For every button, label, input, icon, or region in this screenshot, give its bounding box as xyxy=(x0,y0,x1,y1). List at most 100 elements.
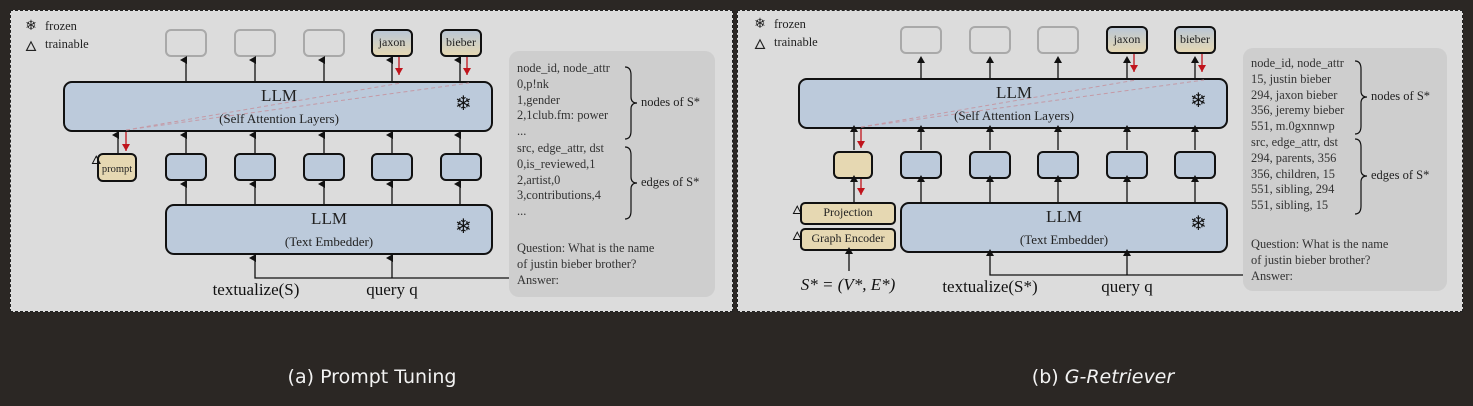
input-graph: S* = (V*, E*) xyxy=(800,275,896,294)
text-line: Question: What is the name xyxy=(1251,237,1389,251)
edge-lines: src, edge_attr, dst 0,is_reviewed,1 2,ar… xyxy=(517,141,604,220)
embedding-token xyxy=(969,151,1011,179)
text-line: Answer: xyxy=(517,272,559,287)
embedding-token xyxy=(234,153,276,181)
text-line: 294, parents, 356 xyxy=(1251,150,1337,165)
snowflake-icon: ❄ xyxy=(455,93,472,115)
text-line: src, edge_attr, dst xyxy=(1251,135,1338,149)
embedding-token xyxy=(1174,151,1216,179)
node-lines: node_id, node_attr 0,p!nk 1,gender 2,1cl… xyxy=(517,61,610,140)
text-line: Question: What is the name xyxy=(517,241,655,255)
output-arrows xyxy=(917,56,1199,79)
text-line: 2,artist,0 xyxy=(517,172,561,187)
text-line: 551, m.0gxnnwp xyxy=(1251,119,1335,134)
text-line: 3,contributions,4 xyxy=(517,188,601,203)
output-token-bieber xyxy=(1174,26,1216,54)
flame-icon: 🜂 xyxy=(91,153,102,167)
caption-title: G-Retriever xyxy=(1064,366,1175,388)
prompt-token xyxy=(97,153,137,182)
prompt-textbox: node_id, node_attr 15, justin bieber 294… xyxy=(1243,48,1447,291)
gradient-arrows xyxy=(857,54,1206,195)
text-line: 2,1club.fm: power xyxy=(517,108,609,123)
text-line: 15, justin bieber xyxy=(1251,71,1332,86)
embed-arrows xyxy=(850,175,1199,203)
graph-encoder-label: Graph Encoder xyxy=(811,231,885,245)
embed-arrows xyxy=(180,180,461,204)
text-line: of justin bieber brother? xyxy=(517,256,637,271)
text-line: node_id, node_attr xyxy=(1251,56,1344,70)
brace-edges xyxy=(1354,138,1368,215)
llm-top-subtitle: (Self Attention Layers) xyxy=(219,111,339,126)
brace-edges xyxy=(624,146,638,220)
output-token-empty xyxy=(234,29,276,57)
text-line: of justin bieber brother? xyxy=(1251,252,1371,267)
legend-frozen: ❄frozen xyxy=(752,15,818,33)
projection-label: Projection xyxy=(823,205,873,219)
input-textualize: textualize(S) xyxy=(212,280,300,299)
embedding-token xyxy=(1037,151,1079,179)
text-line: ... xyxy=(517,124,527,139)
snowflake-icon: ❄ xyxy=(25,18,37,34)
caption-a: (a) Prompt Tuning xyxy=(288,366,457,388)
brace-nodes xyxy=(1354,60,1368,135)
legend-trainable: 🜂trainable xyxy=(752,33,818,53)
flame-icon: 🜂 xyxy=(753,37,767,53)
diagram-a xyxy=(63,29,509,279)
text-line: src, edge_attr, dst xyxy=(517,141,604,155)
caption-b: (b) G-Retriever xyxy=(1032,366,1174,388)
llm-text-embedder-block xyxy=(165,204,493,255)
snowflake-icon: ❄ xyxy=(1190,90,1207,112)
question-lines: Question: What is the name of justin bie… xyxy=(1251,237,1388,284)
mid-arrows xyxy=(850,125,1199,150)
text-line: 1,gender xyxy=(517,92,561,107)
embedding-token xyxy=(165,153,207,181)
prompt-textbox: node_id, node_attr 0,p!nk 1,gender 2,1cl… xyxy=(509,51,715,297)
legend-frozen: ❄frozen xyxy=(23,17,89,35)
input-arrows xyxy=(249,254,509,279)
projection-block xyxy=(800,202,896,225)
output-token-label: jaxon xyxy=(378,35,406,49)
text-line: 356, jeremy bieber xyxy=(1251,103,1345,118)
panel-prompt-tuning: ❄frozen 🜂trainable xyxy=(10,10,733,312)
text-line: 356, children, 15 xyxy=(1251,166,1335,181)
gradient-arrows xyxy=(122,57,471,151)
output-token-empty xyxy=(900,26,942,54)
output-token-empty xyxy=(1037,26,1079,54)
flame-icon: 🜂 xyxy=(792,229,803,243)
llm-top-subtitle: (Self Attention Layers) xyxy=(954,108,1074,123)
text-line: 0,p!nk xyxy=(517,76,550,91)
input-query: query q xyxy=(366,280,418,299)
node-lines: node_id, node_attr 15, justin bieber 294… xyxy=(1251,56,1344,135)
attention-path xyxy=(860,79,1205,128)
llm-bottom-subtitle: (Text Embedder) xyxy=(1019,232,1109,247)
text-line: Answer: xyxy=(1251,268,1293,283)
flame-icon: 🜂 xyxy=(792,203,803,217)
embedding-tokens xyxy=(165,153,482,181)
embedding-token xyxy=(303,153,345,181)
output-token-empty xyxy=(165,29,207,57)
snowflake-icon: ❄ xyxy=(1190,213,1207,235)
legend: ❄frozen 🜂trainable xyxy=(752,15,818,53)
output-token-empty xyxy=(303,29,345,57)
braces xyxy=(1354,60,1368,215)
edges-label: edges of S* xyxy=(1371,168,1430,182)
caption-prefix: (b) xyxy=(1031,366,1059,388)
embedding-token xyxy=(371,153,413,181)
nodes-label: nodes of S* xyxy=(641,95,701,109)
prompt-label: prompt xyxy=(101,164,133,175)
llm-bottom-title: LLM xyxy=(311,209,347,228)
snowflake-icon: ❄ xyxy=(455,216,472,238)
input-arrows xyxy=(845,247,1243,276)
embedding-token xyxy=(1106,151,1148,179)
panel-g-retriever: ❄frozen 🜂trainable xyxy=(737,10,1463,312)
llm-top-title: LLM xyxy=(996,83,1032,102)
output-token-label: jaxon xyxy=(1113,32,1141,46)
output-arrows xyxy=(180,56,461,81)
input-textualize: textualize(S*) xyxy=(942,277,1038,296)
snowflake-icon: ❄ xyxy=(754,16,766,32)
attention-path xyxy=(860,79,1137,128)
output-token-label: bieber xyxy=(446,35,476,49)
caption-title: Prompt Tuning xyxy=(320,366,457,388)
llm-bottom-subtitle: (Text Embedder) xyxy=(284,234,374,249)
braces xyxy=(624,66,638,220)
